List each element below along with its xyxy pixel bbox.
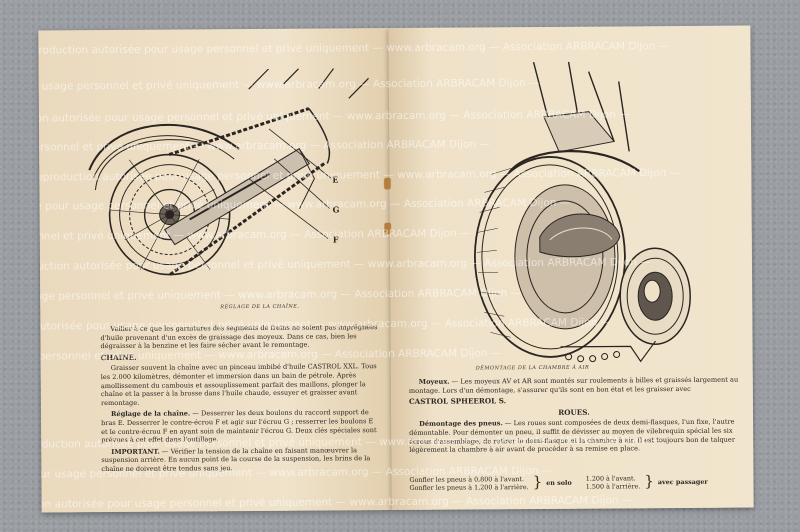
watermark-line: Reproduction autorisée pour usage person… (38, 76, 540, 94)
chain-adjustment-illustration: E G F (88, 68, 370, 276)
watermark-line: Reproduction autorisée pour usage person… (38, 196, 571, 214)
right-page: Démontage de la chambre à air Moyeux. — … (388, 25, 754, 511)
watermark-line: Reproduction autorisée pour usage person… (38, 108, 630, 125)
watermark-line: Reproduction autorisée pour usage person… (38, 287, 521, 304)
watermark-line: Reproduction autorisée pour usage person… (38, 167, 681, 184)
watermark-line: Reproduction autorisée pour usage person… (38, 138, 490, 155)
callout-e: E (332, 174, 338, 184)
watermark-line: Reproduction autorisée pour usage person… (38, 227, 471, 244)
callout-g: G (333, 204, 340, 214)
left-page: E G F Réglage de la chaîne. Veiller à ce… (38, 28, 392, 513)
callout-f: F (333, 234, 339, 244)
tube-removal-illustration (474, 61, 691, 363)
watermark-line: Reproduction autorisée pour usage person… (38, 316, 612, 333)
watermark-line: Reproduction autorisée pour usage person… (38, 256, 651, 273)
watermark-line: Reproduction autorisée pour usage person… (38, 40, 670, 57)
watermark-line: Reproduction autorisée pour usage person… (38, 494, 633, 511)
open-booklet: E G F Réglage de la chaîne. Veiller à ce… (38, 25, 754, 513)
watermark-line: Reproduction autorisée pour usage person… (38, 434, 662, 451)
watermark-line: Reproduction autorisée pour usage person… (38, 347, 502, 364)
watermark-line: Reproduction autorisée pour usage person… (38, 464, 553, 482)
watermark-layer: Reproduction autorisée pour usage person… (38, 26, 753, 513)
